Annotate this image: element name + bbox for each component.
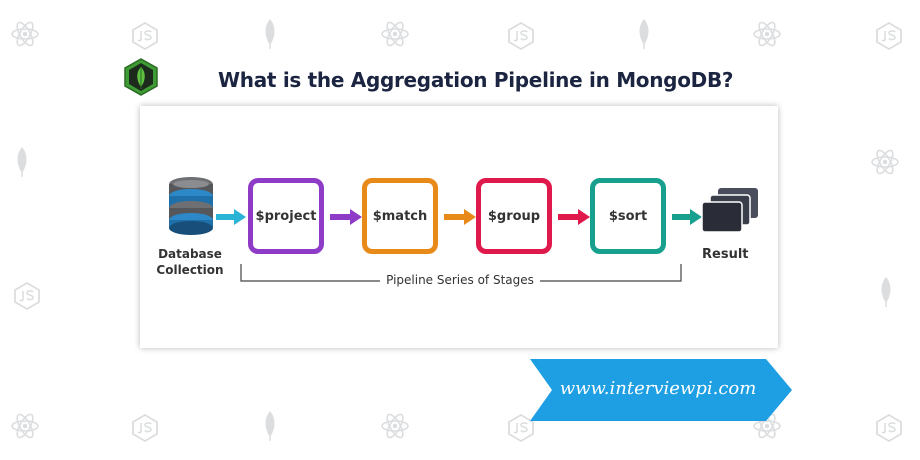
mongodb-leaf-icon [265,19,275,49]
nodejs-icon [508,414,534,442]
arrow-sort-to-result [672,209,702,225]
nodejs-icon [14,282,40,310]
arrow-project-to-match [330,209,362,225]
database-label-line2: Collection [156,263,224,277]
react-icon [381,413,409,439]
nodejs-icon [132,22,158,50]
website-url[interactable]: www.interviewpi.com [559,378,757,399]
mongodb-logo-icon [124,58,158,96]
stage-match-label: $match [372,208,428,224]
react-icon [381,21,409,47]
react-icon [11,413,39,439]
arrow-match-to-group [444,209,476,225]
mongodb-leaf-icon [265,411,275,441]
database-collection-label: Database Collection [150,246,230,278]
stage-sort-label: $sort [608,208,648,224]
stage-group-label: $group [487,208,541,224]
website-banner [530,359,792,421]
nodejs-icon [508,22,534,50]
mongodb-leaf-icon [881,277,891,307]
result-label: Result [702,247,749,262]
stage-match: $match [362,178,438,254]
page-title: What is the Aggregation Pipeline in Mong… [218,68,734,92]
nodejs-icon [132,414,158,442]
stacked-documents-icon [701,188,758,233]
nodejs-icon [876,22,902,50]
mongodb-leaf-icon [17,147,27,177]
arrow-group-to-sort [558,209,590,225]
stage-group: $group [476,178,552,254]
database-label-line1: Database [158,247,222,261]
stage-project-label: $project [255,208,317,224]
database-icon [169,177,213,235]
mongodb-leaf-icon [639,19,649,49]
react-icon [871,149,899,175]
input-arrow [216,209,246,225]
react-icon [11,21,39,47]
nodejs-icon [876,414,902,442]
stage-sort: $sort [590,178,666,254]
react-icon [753,21,781,47]
stage-project: $project [248,178,324,254]
diagram-panel [140,106,778,348]
pipeline-caption: Pipeline Series of Stages [380,273,540,287]
